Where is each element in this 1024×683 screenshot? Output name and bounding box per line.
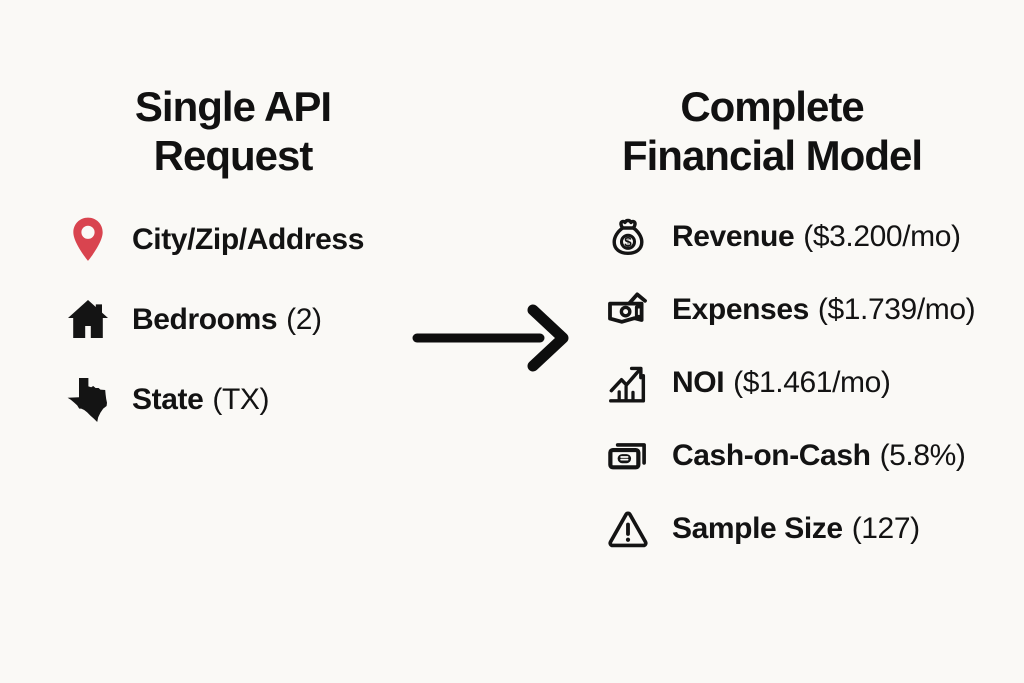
item-label: City/Zip/Address: [132, 223, 364, 256]
item-label: Sample Size: [672, 511, 843, 545]
item-label: Cash-on-Cash: [672, 438, 871, 472]
item-value: (5.8%): [879, 438, 966, 472]
cash-stack-icon: [604, 428, 652, 484]
item-value: (TX): [212, 383, 270, 416]
item-text: Sample Size(127): [672, 512, 920, 546]
item-value: (127): [851, 511, 920, 545]
item-value: ($3.200/mo): [803, 219, 961, 253]
list-item: NOI($1.461/mo): [604, 346, 975, 419]
item-text: Expenses($1.739/mo): [672, 292, 976, 327]
item-value: ($1.461/mo): [733, 365, 891, 399]
item-label: NOI: [672, 365, 725, 399]
list-item: Expenses($1.739/mo): [604, 273, 976, 346]
list-item: State(TX): [64, 360, 373, 440]
warning-triangle-icon: [604, 501, 652, 557]
item-text: State(TX): [132, 383, 269, 417]
right-title-line2: Financial Model: [621, 132, 923, 180]
item-value: ($1.739/mo): [817, 292, 976, 326]
left-title-line1: Single API: [134, 83, 332, 130]
map-pin-icon: [64, 212, 112, 268]
right-column-title: Complete Financial Model: [560, 82, 984, 180]
item-label: Revenue: [672, 219, 795, 253]
list-item: Sample Size(127): [604, 492, 975, 565]
svg-text:$: $: [624, 234, 632, 249]
texas-state-icon: [64, 372, 112, 428]
item-text: NOI($1.461/mo): [672, 366, 891, 400]
item-label: Bedrooms: [132, 303, 278, 336]
financial-model-outputs-list: $ Revenue($3.200/mo) Expenses($1.739/mo): [604, 200, 976, 565]
item-text: Bedrooms(2): [132, 303, 322, 337]
right-title-line1: Complete: [680, 83, 864, 130]
left-title-line2: Request: [153, 132, 314, 180]
item-value: (2): [286, 303, 322, 336]
api-request-inputs-list: City/Zip/Address Bedrooms(2) State(TX): [64, 200, 373, 440]
item-label: Expenses: [672, 292, 809, 326]
list-item: City/Zip/Address: [64, 200, 373, 280]
item-text: City/Zip/Address: [132, 223, 373, 257]
right-arrow-icon: [408, 299, 576, 377]
list-item: $ Revenue($3.200/mo): [604, 200, 975, 273]
item-text: Revenue($3.200/mo): [672, 220, 961, 254]
money-bag-icon: $: [604, 209, 652, 265]
left-column-title: Single API Request: [40, 82, 426, 180]
house-icon: [64, 292, 112, 348]
list-item: Bedrooms(2): [64, 280, 373, 360]
list-item: Cash-on-Cash(5.8%): [604, 419, 975, 492]
chart-up-icon: [604, 355, 652, 411]
banknote-icon: [604, 282, 652, 338]
item-label: State: [132, 383, 204, 416]
item-text: Cash-on-Cash(5.8%): [672, 439, 966, 473]
